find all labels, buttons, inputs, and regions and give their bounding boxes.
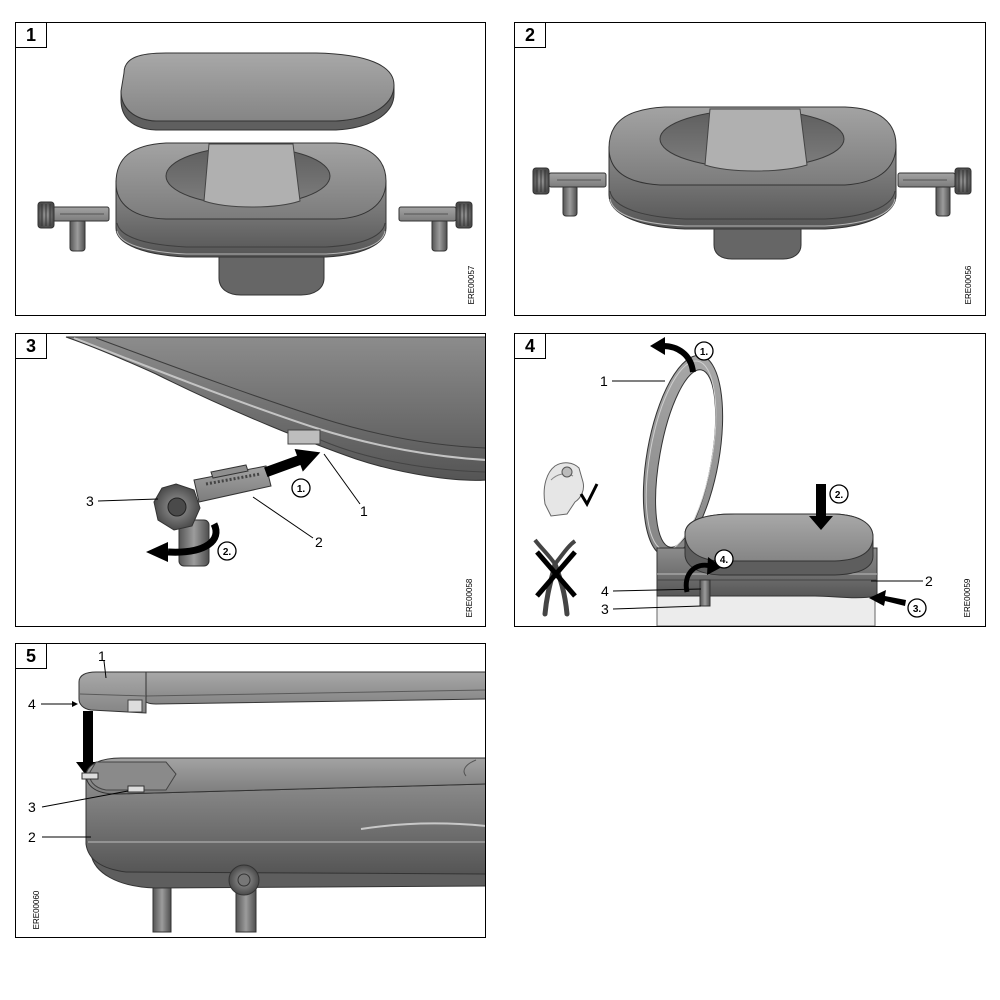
panel-number: 4	[515, 334, 546, 359]
callout-line	[103, 660, 107, 679]
adjustment-knob	[954, 167, 972, 195]
seat-raiser-underside	[65, 336, 485, 481]
mounting-bracket	[699, 579, 711, 607]
hand-knob-check-icon	[543, 462, 599, 517]
step-panel-4: 4	[514, 333, 986, 627]
panel-number: 2	[515, 23, 546, 48]
bracket-post	[152, 881, 172, 933]
step-arrow-lift	[650, 337, 696, 373]
step-marker: 1.	[694, 341, 714, 361]
step-arrow-insert	[264, 449, 321, 477]
callout-label: 3	[28, 799, 36, 815]
step-arrow-tighten	[683, 557, 722, 593]
callout-label: 1	[360, 503, 368, 519]
adjustment-knob	[228, 864, 260, 896]
illustration-seat-raiser-brackets: ERE00056	[532, 106, 973, 304]
hinge-peg	[81, 772, 99, 780]
bracket-slot	[287, 429, 321, 445]
callout-label: 1	[98, 648, 106, 664]
illustration-mount-on-toilet: 1. 2. 3. 4.	[533, 337, 972, 626]
step-panel-2: 2	[514, 22, 986, 316]
step-arrow-place	[809, 484, 833, 530]
step-marker: 2.	[829, 484, 849, 504]
callout-line	[323, 453, 361, 505]
mounting-bracket-left	[37, 201, 110, 252]
callout-line	[252, 496, 314, 539]
callout-line	[41, 790, 129, 808]
step-arrow-rotate	[146, 522, 220, 562]
document-code: ERE00057	[467, 265, 476, 304]
adjustment-knob	[455, 201, 473, 229]
callout-line	[612, 588, 702, 592]
callout-label: 2	[28, 829, 36, 845]
callout-line	[97, 498, 159, 502]
svg-text:2.: 2.	[223, 547, 232, 558]
step-arrow-push	[869, 590, 906, 606]
svg-text:4.: 4.	[720, 555, 729, 566]
seat-raiser	[81, 757, 485, 933]
callout-label: 1	[600, 373, 608, 389]
step-marker: 3.	[907, 598, 927, 618]
panel-number: 5	[16, 644, 47, 669]
document-code: ERE00056	[964, 265, 973, 304]
seat-raiser	[656, 513, 878, 607]
document-code: ERE00058	[465, 578, 474, 617]
svg-text:1.: 1.	[297, 484, 306, 495]
callout-label: 3	[86, 493, 94, 509]
callout-label: 2	[315, 534, 323, 550]
check-icon	[579, 483, 599, 508]
callout-label: 2	[925, 573, 933, 589]
seat-raiser	[608, 106, 897, 260]
adjustment-knob	[153, 483, 201, 531]
hinge-peg	[127, 785, 145, 793]
illustration-insert-bracket: 1. 2. 3 2 1 ERE00058	[65, 336, 485, 617]
callout-label: 4	[601, 583, 609, 599]
toilet-bowl	[656, 595, 876, 626]
mounting-bracket-right	[897, 167, 972, 217]
svg-text:2.: 2.	[835, 490, 844, 501]
illustration-exploded-seat-raiser: ERE00057	[37, 52, 476, 304]
document-code: ERE00060	[32, 890, 41, 929]
seat-lid	[78, 671, 485, 714]
panel-number: 1	[16, 23, 47, 48]
mounting-bracket	[153, 464, 272, 567]
seat-lid	[120, 52, 395, 131]
adjustment-knob	[532, 167, 550, 195]
step-panel-3: 3 1.	[15, 333, 486, 627]
step-panel-1: 1	[15, 22, 486, 316]
mounting-bracket-right	[398, 201, 473, 252]
seat-raiser	[115, 142, 387, 296]
step-marker: 2.	[217, 541, 237, 561]
seat-raiser-lid	[684, 513, 874, 562]
pliers-prohibited-icon	[533, 538, 577, 617]
mounting-bracket-left	[532, 167, 607, 217]
document-code: ERE00059	[963, 578, 972, 617]
callout-label: 4	[28, 696, 36, 712]
step-marker: 1.	[291, 478, 311, 498]
illustration-attach-lid: 1 4 3 2 ERE00060	[28, 648, 485, 933]
panel-number: 3	[16, 334, 47, 359]
callout-line	[612, 605, 702, 610]
cross-icon	[535, 550, 577, 598]
step-arrow-lower-lid	[76, 711, 100, 778]
step-panel-5: 5	[15, 643, 486, 938]
svg-text:1.: 1.	[700, 347, 709, 358]
lid-hinge-slot	[127, 699, 143, 713]
svg-text:3.: 3.	[913, 604, 922, 615]
adjustment-knob	[37, 201, 55, 229]
callout-label: 3	[601, 601, 609, 617]
step-marker: 4.	[714, 549, 734, 569]
